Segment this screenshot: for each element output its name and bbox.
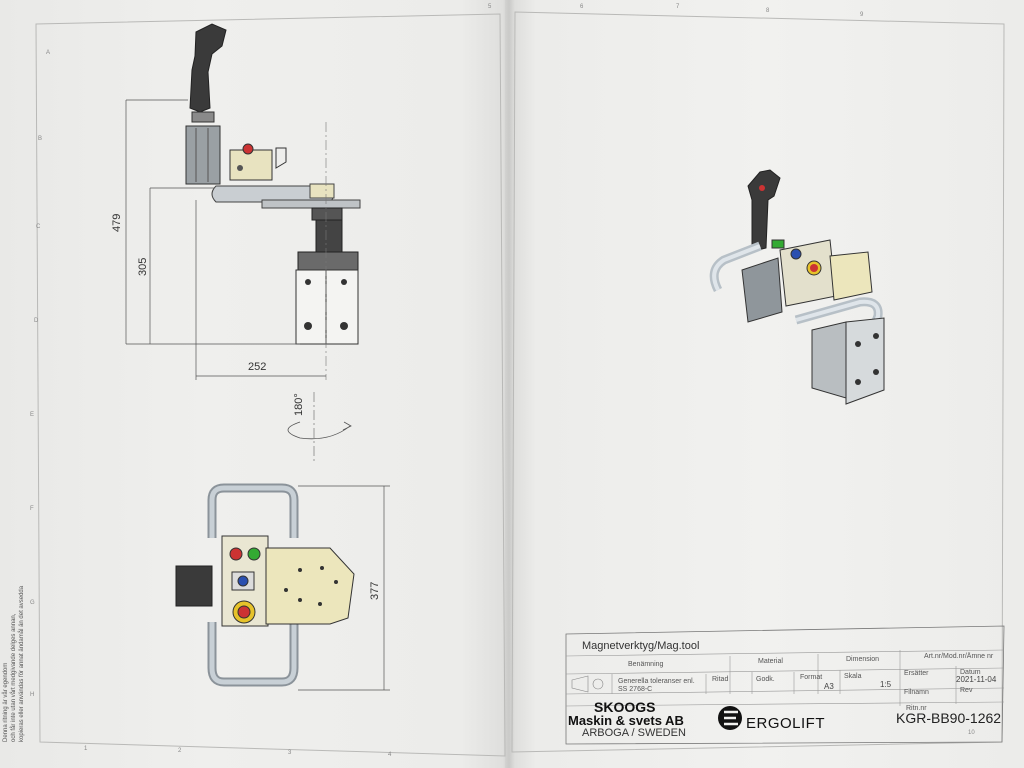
format-value: A3 (824, 682, 834, 691)
control-housing-icon (185, 125, 221, 185)
dim-rotation-label: 180° (293, 393, 305, 416)
col-1: 1 (84, 746, 88, 752)
joystick-handle-icon (189, 23, 227, 113)
label-rev: Rev (960, 687, 973, 694)
iso-button-box-icon (779, 239, 837, 307)
dim-377-label: 377 (369, 581, 381, 600)
row-d: D (34, 318, 39, 324)
iso-magnet-front-icon (845, 317, 885, 405)
title-block (565, 625, 1005, 745)
mount-plate-icon (261, 199, 361, 209)
bottom-handle-loop-icon (207, 622, 299, 687)
row-e: E (30, 412, 35, 418)
tolerance-line-2: SS 2768-C (618, 686, 653, 693)
label-filnamn: Filnamn (904, 689, 929, 696)
row-c: C (36, 224, 41, 230)
label-art-nr: Art.nr/Mod.nr/Ämne nr (924, 653, 994, 660)
col-2: 2 (178, 748, 182, 754)
button-box-icon (229, 149, 273, 181)
iso-control-housing-icon (741, 257, 783, 323)
label-benamning: Benämning (628, 661, 664, 668)
scale-value: 1:5 (880, 680, 892, 689)
label-dimension: Dimension (846, 656, 880, 663)
drawing-number: KGR-BB90-1262 (896, 710, 1002, 726)
iso-joystick-icon (747, 169, 781, 251)
label-ersatter: Ersätter (904, 670, 929, 677)
blue-button-icon (237, 575, 249, 587)
row-a: A (46, 50, 51, 56)
col-7: 7 (676, 4, 680, 10)
rotation-arrow-icon (287, 421, 351, 440)
base-plate-icon (265, 547, 355, 625)
row-g: G (30, 600, 35, 606)
label-datum: Datum (960, 669, 981, 676)
joystick-base-icon (175, 565, 213, 607)
label-ritn-nr: Ritn.nr (906, 705, 927, 712)
ownership-note: Denna ritning är vår egendom och får int… (3, 585, 25, 742)
emergency-button-icon (242, 143, 254, 155)
company-name-line1: SKOOGS (594, 699, 656, 715)
estop-button-icon (237, 605, 251, 619)
sheet-left-page (0, 0, 512, 768)
bottom-view-drawing (175, 483, 390, 691)
tolerance-line-1: Generella toleranser enl. (618, 678, 695, 685)
row-f: F (30, 506, 34, 512)
joystick-collar-icon (191, 111, 215, 123)
date-value: 2021-11-04 (956, 675, 997, 684)
col-3: 3 (288, 750, 292, 756)
col-6: 6 (580, 4, 584, 10)
red-button-icon (229, 547, 243, 561)
sheet-right-page (505, 0, 1024, 768)
col-8: 8 (766, 8, 770, 14)
label-skala: Skala (844, 673, 862, 680)
rotation-indicator (287, 392, 352, 464)
dim-479-label: 479 (111, 213, 123, 232)
dim-305-label: 305 (137, 257, 149, 276)
label-ritad: Ritad (712, 676, 729, 683)
col-4: 4 (388, 752, 392, 758)
left-border-frame (35, 13, 506, 757)
drawing-title: Magnetverktyg/Mag.tool (582, 640, 700, 652)
col-9: 9 (860, 12, 864, 18)
projection-symbol-icon (592, 678, 604, 690)
dim-252-label: 252 (248, 361, 267, 373)
col-5: 5 (488, 4, 492, 10)
iso-magnet-side-icon (811, 321, 847, 399)
green-button-icon (247, 547, 261, 561)
company-location: ARBOGA / SWEDEN (582, 727, 686, 739)
brand-name: ERGOLIFT (746, 715, 826, 732)
label-godk: Godk. (756, 676, 775, 683)
company-name-line2: Maskin & svets AB (568, 713, 684, 728)
row-b: B (38, 136, 43, 142)
top-handle-loop-icon (207, 483, 299, 538)
isometric-view-drawing (709, 169, 885, 405)
label-material: Material (758, 658, 783, 665)
col-10: 10 (968, 730, 975, 736)
side-view-drawing (125, 23, 361, 380)
row-h: H (30, 692, 35, 698)
magnet-shaft-icon (315, 219, 343, 257)
sheet-fold (503, 0, 515, 768)
label-format: Format (800, 674, 823, 681)
